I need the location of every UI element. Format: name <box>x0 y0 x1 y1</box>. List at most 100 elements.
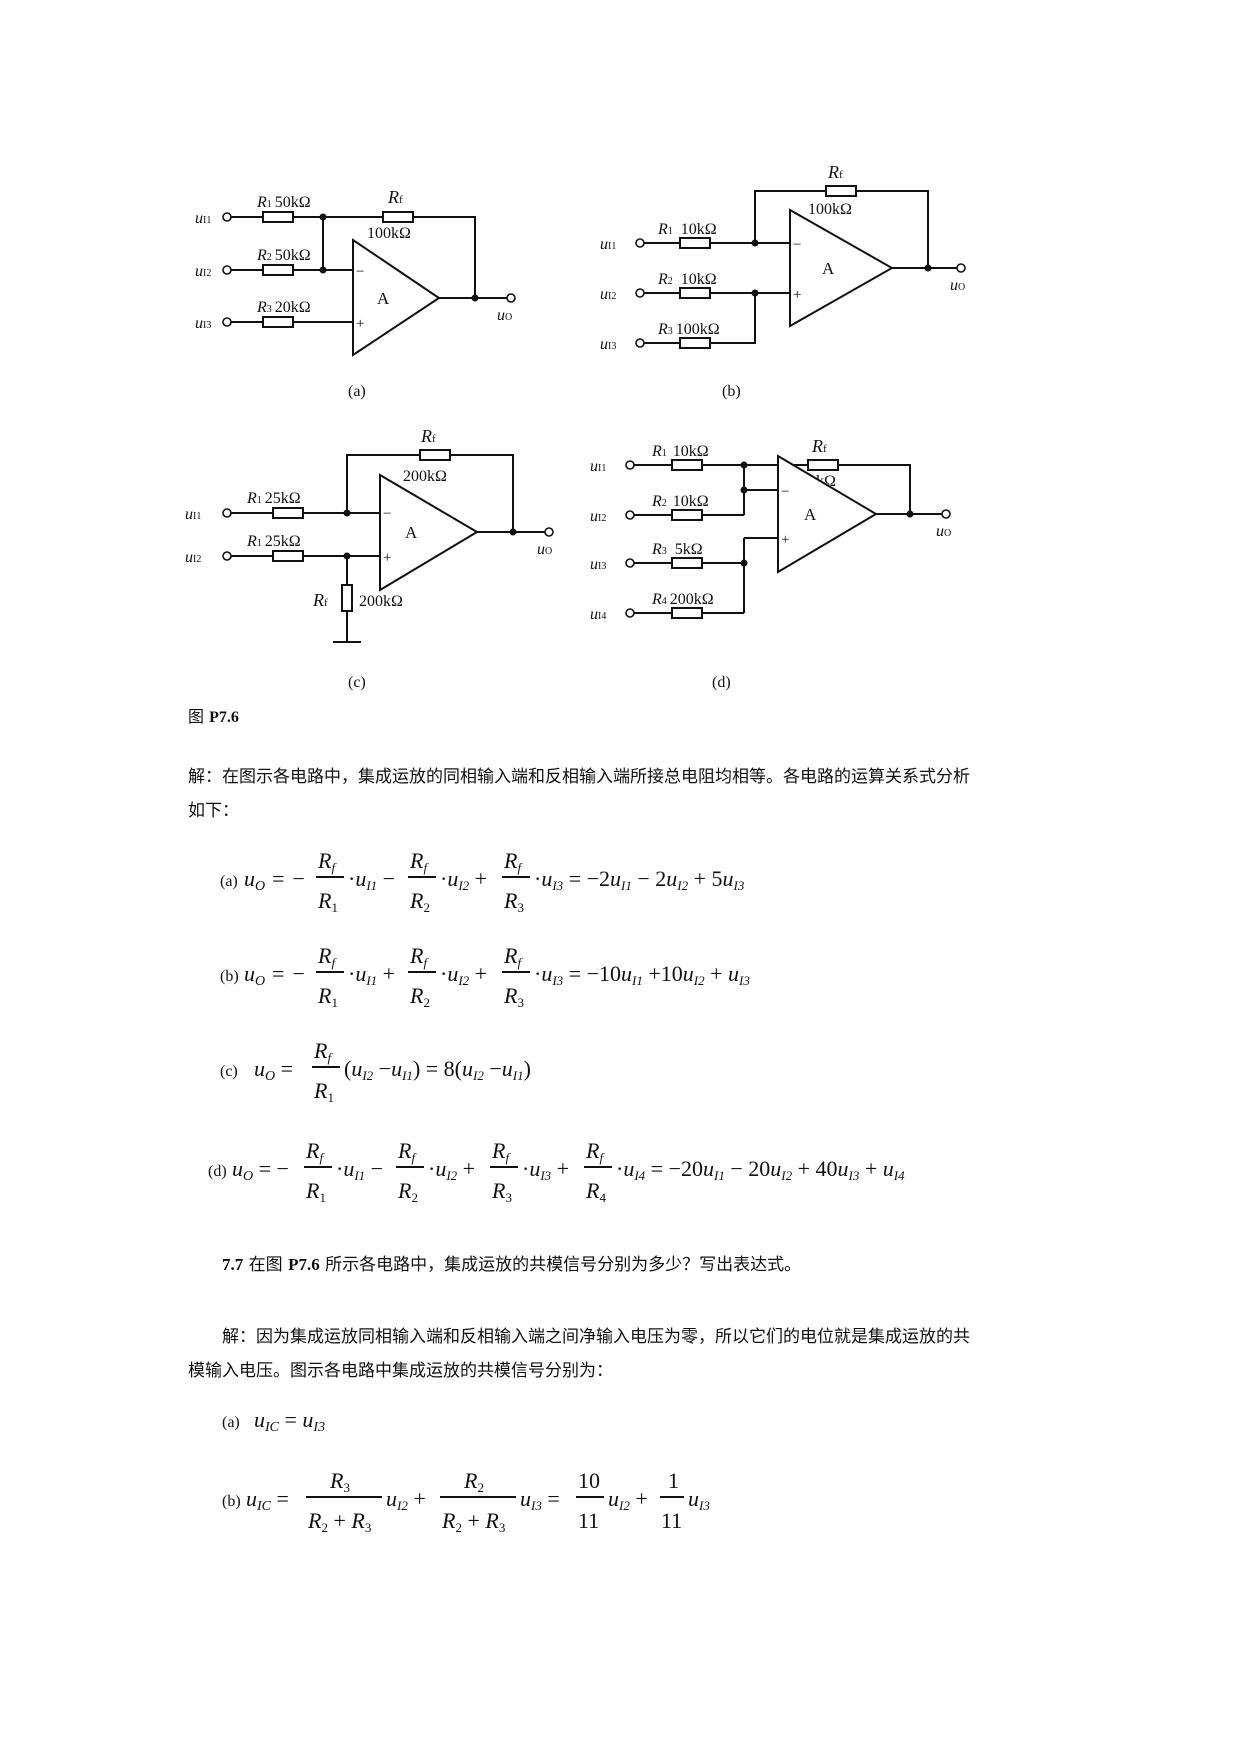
svg-text:uIC =: uIC = <box>246 1486 289 1514</box>
solution2-text: 解：因为集成运放同相输入端和反相输入端之间净输入电压为零，所以它们的电位就是集成… <box>188 1320 1068 1388</box>
svg-text:1: 1 <box>668 1468 679 1493</box>
svg-text:R3: R3 <box>491 1178 512 1205</box>
svg-text:11: 11 <box>661 1508 682 1533</box>
svg-text:R2: R2 <box>397 1178 418 1205</box>
circuit-c-amp-label: A <box>405 523 418 542</box>
cm-equation-b: (b) uIC = R3 R2 + R3 uI2 + R2 R2 + R3 uI… <box>222 1468 710 1535</box>
circuit-d-rf-label: Rf <box>811 436 827 456</box>
circuit-d-in3: uI3 <box>590 556 606 573</box>
svg-text:Rf: Rf <box>317 848 337 875</box>
svg-text:(uI2 −uI1) = 8(uI2 −uI1): (uI2 −uI1) = 8(uI2 −uI1) <box>344 1056 531 1083</box>
circuit-b-plus: + <box>793 287 801 303</box>
circuit-a-rf-label: Rf <box>387 187 403 207</box>
solution2-line2: 模输入电压。图示各电路中集成运放的共模信号分别为： <box>188 1361 613 1381</box>
svg-text:R2: R2 <box>409 888 430 915</box>
svg-text:R4: R4 <box>585 1178 606 1205</box>
circuit-a-in2: uI2 <box>195 263 211 280</box>
circuit-c-rf-label: Rf <box>420 426 436 446</box>
circuit-c-minus: − <box>383 506 391 522</box>
cm-b-label: (b) <box>222 1493 241 1510</box>
circuit-a-amp-label: A <box>377 289 390 308</box>
solution1-line1: 解：在图示各电路中，集成运放的同相输入端和反相输入端所接总电阻均相等。各电路的运… <box>188 767 970 787</box>
circuit-a-out: uO <box>497 307 512 324</box>
circuit-c-plus: + <box>383 550 391 566</box>
svg-text:·uI3 = −2uI1 − 2uI2 + 5uI3: ·uI3 = −2uI1 − 2uI2 + 5uI3 <box>534 866 745 893</box>
circuit-d-in4: uI4 <box>590 606 606 623</box>
svg-text:Rf: Rf <box>397 1138 417 1165</box>
circuit-d-in1: uI1 <box>590 458 606 475</box>
svg-text:Rf: Rf <box>503 848 523 875</box>
circuit-d-in2: uI2 <box>590 508 606 525</box>
circuit-b-rf-label: Rf <box>827 162 843 182</box>
svg-text:uO = −: uO = − <box>244 961 306 989</box>
svg-text:uI3: uI3 <box>688 1486 710 1513</box>
solution1-text: 解：在图示各电路中，集成运放的同相输入端和反相输入端所接总电阻均相等。各电路的运… <box>188 760 1068 828</box>
svg-text:Rf: Rf <box>305 1138 325 1165</box>
circuit-a-in1: uI1 <box>195 210 211 227</box>
svg-text:R1: R1 <box>317 983 338 1010</box>
svg-text:·uI3 = −10uI1 +10uI2 + uI3: ·uI3 = −10uI1 +10uI2 + uI3 <box>534 961 750 988</box>
caption-a: (a) <box>348 383 366 400</box>
caption-d: (d) <box>712 674 731 691</box>
svg-text:·uI4 = −20uI1 − 20uI2 + 40uI3: ·uI4 = −20uI1 − 20uI2 + 40uI3 + uI4 <box>616 1156 905 1183</box>
circuit-d-out: uO <box>936 523 951 540</box>
svg-text:R3: R3 <box>329 1468 350 1495</box>
caption-c: (c) <box>348 674 366 691</box>
svg-text:Rf: Rf <box>503 943 523 970</box>
svg-text:·uI1 −: ·uI1 − <box>348 866 395 893</box>
svg-text:11: 11 <box>578 1508 599 1533</box>
svg-text:R1: R1 <box>305 1178 326 1205</box>
equation-d-label: (d) <box>208 1163 227 1180</box>
svg-text:·uI3 +: ·uI3 + <box>522 1156 569 1183</box>
svg-text:uI3 =: uI3 = <box>520 1486 560 1513</box>
svg-text:Rf: Rf <box>585 1138 605 1165</box>
solution1-line2: 如下： <box>188 801 239 821</box>
equation-a: (a) uO = − Rf R1 ·uI1 − Rf R2 ·uI2 + Rf … <box>220 848 745 915</box>
circuit-a-plus: + <box>356 316 364 332</box>
equation-d: (d) uO = − Rf R1 ·uI1 − Rf R2 ·uI2 + Rf … <box>208 1138 905 1205</box>
circuit-c-in1: uI1 <box>185 506 201 523</box>
svg-text:Rf: Rf <box>317 943 337 970</box>
svg-text:uO = −: uO = − <box>244 866 306 894</box>
svg-text:·uI1 +: ·uI1 + <box>348 961 395 988</box>
equation-b-label: (b) <box>220 968 239 985</box>
svg-text:uO = −: uO = − <box>232 1156 289 1184</box>
circuit-b-in2: uI2 <box>600 286 616 303</box>
circuit-c-out: uO <box>537 541 552 558</box>
circuit-a-in3: uI3 <box>195 315 211 332</box>
circuit-b-in3: uI3 <box>600 336 616 353</box>
circuit-c-rg-label: Rf <box>312 590 328 610</box>
svg-text:R2: R2 <box>409 983 430 1010</box>
caption-b: (b) <box>722 383 741 400</box>
svg-text:·uI2 +: ·uI2 + <box>440 866 487 893</box>
cm-a-label: (a) <box>222 1414 240 1431</box>
circuit-b-minus: − <box>793 237 801 253</box>
svg-text:uO =: uO = <box>254 1056 293 1084</box>
figure-label: 图 P7.6 <box>188 707 239 726</box>
problem-7-7: 7.7 在图 P7.6 所示各电路中，集成运放的共模信号分别为多少？写出表达式。 <box>222 1255 802 1275</box>
equation-b: (b) uO = − Rf R1 ·uI1 + Rf R2 ·uI2 + Rf … <box>220 943 750 1010</box>
equation-a-label: (a) <box>220 873 238 890</box>
svg-text:10: 10 <box>578 1468 600 1493</box>
equation-c-label: (c) <box>220 1063 238 1080</box>
circuit-c-rf-value: 200kΩ <box>403 468 447 485</box>
svg-text:Rf: Rf <box>491 1138 511 1165</box>
svg-text:·uI1 −: ·uI1 − <box>336 1156 383 1183</box>
circuit-d-minus: − <box>781 484 789 500</box>
circuit-d-amp-label: A <box>804 505 817 524</box>
circuit-c-in2: uI2 <box>185 549 201 566</box>
svg-text:R2 + R3: R2 + R3 <box>307 1508 371 1535</box>
circuit-b-rf-value: 100kΩ <box>808 201 852 218</box>
cm-equation-a: (a) uIC = uI3 <box>222 1407 325 1435</box>
svg-text:R2: R2 <box>463 1468 484 1495</box>
